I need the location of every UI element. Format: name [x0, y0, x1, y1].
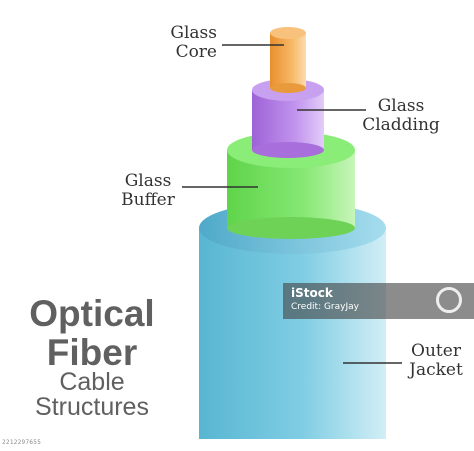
cladding-label: Glass Cladding [355, 97, 447, 135]
core-label-line1: Glass [170, 23, 217, 43]
buffer-label: Glass Buffer [117, 172, 179, 210]
jacket-label: Outer Jacket [405, 342, 467, 380]
title-line-structures: Structures [35, 393, 149, 421]
watermark-banner: iStock Credit: GrayJay [283, 283, 474, 319]
title-line-optical: Optical [29, 293, 155, 334]
buffer-label-line1: Glass [124, 171, 172, 191]
core-label: Glass Core [167, 24, 217, 62]
buffer-label-line2: Buffer [121, 190, 175, 210]
jacket-label-line1: Outer [411, 341, 461, 361]
cladding-label-line1: Glass [377, 96, 425, 116]
glass-buffer-layer [227, 132, 355, 239]
title-line-cable: Cable [59, 368, 125, 396]
glass-core-layer [270, 27, 306, 93]
watermark-logo-icon [436, 287, 462, 313]
title-line-fiber: Fiber [46, 332, 138, 373]
watermark-brand: iStock [291, 286, 333, 300]
watermark-credit: Credit: GrayJay [291, 302, 359, 312]
core-label-line2: Core [175, 42, 217, 62]
jacket-label-line2: Jacket [409, 360, 463, 380]
cladding-label-line2: Cladding [362, 115, 440, 135]
stock-id: 2212297655 [2, 439, 42, 446]
